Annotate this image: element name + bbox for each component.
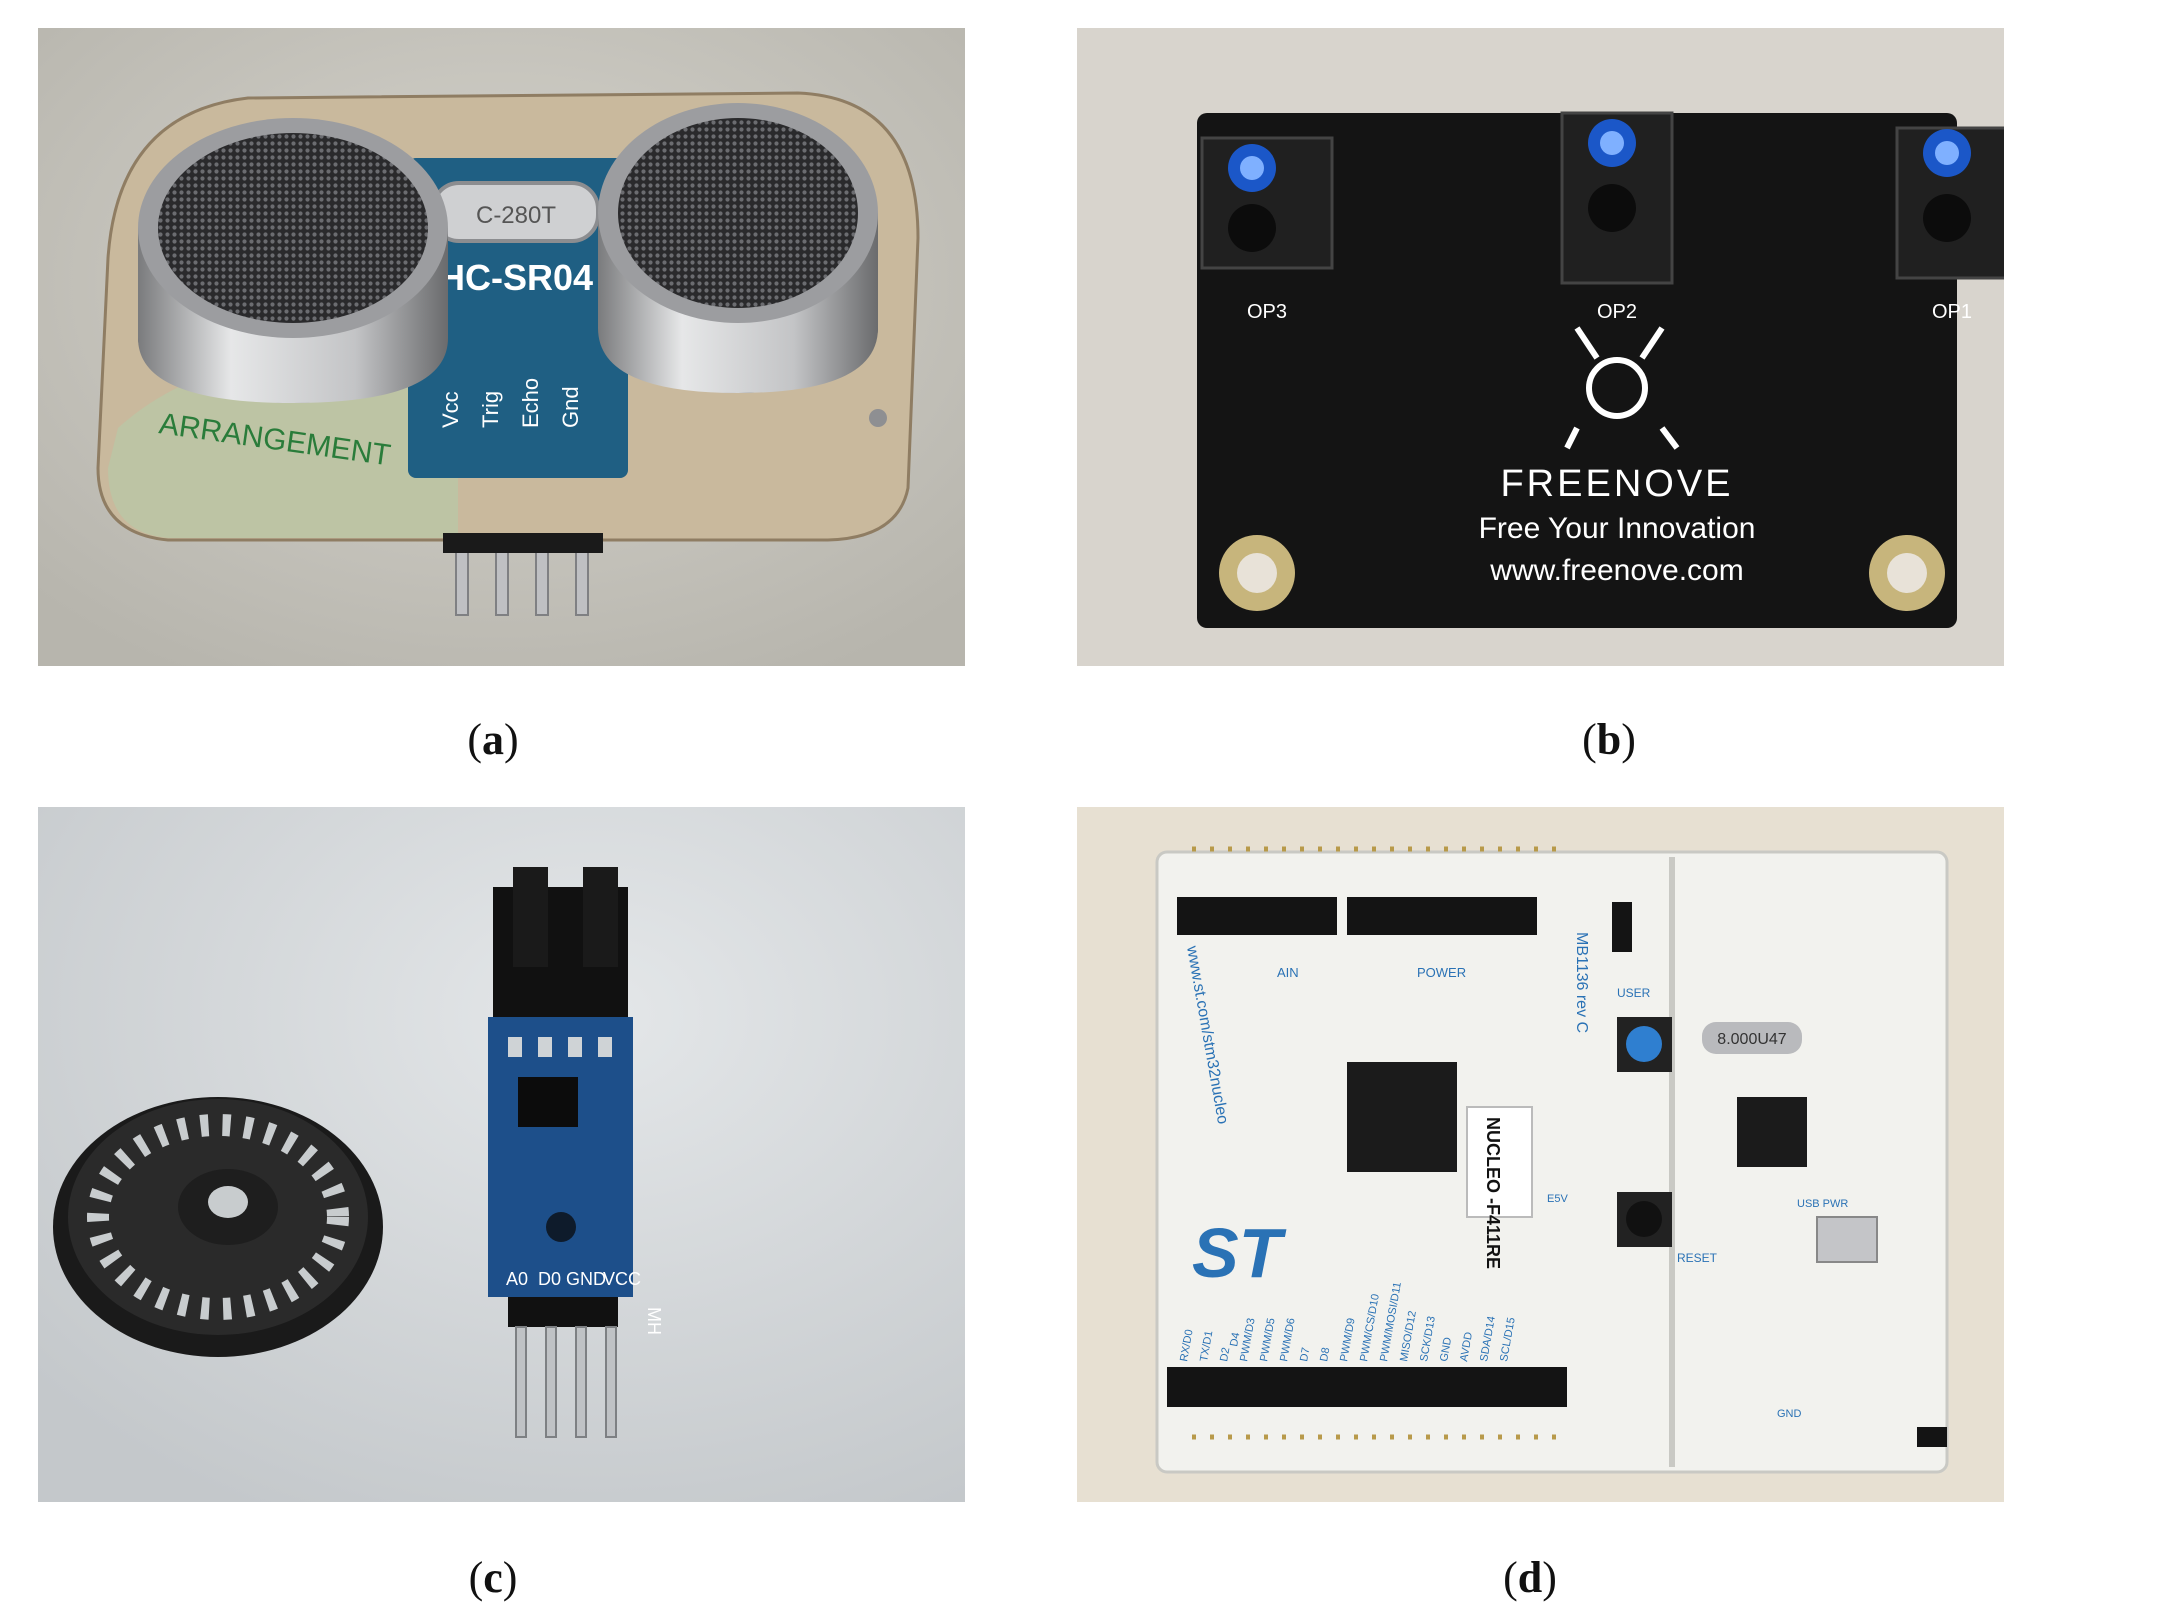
slogan-text: Free Your Innovation [1479,512,1756,545]
svg-text:E5V: E5V [1547,1193,1568,1205]
pin-label-vcc: Vcc [438,391,463,428]
photo-line-tracking-board: OP3 OP2 OP1 FREENOVE Free Your Innovatio… [1077,28,2004,666]
model-label: NUCLEO -F411RE [1483,1117,1503,1269]
user-label: USER [1617,986,1651,1000]
pin-label-echo: Echo [518,378,543,428]
sensor-label-op1: OP1 [1932,301,1972,323]
pin-label-gnd: GND [566,1269,606,1289]
svg-text:D8: D8 [1318,1347,1332,1363]
nucleo-board-illustration: 8.000U47 NUCLEO -F411RE www.st.com/stm32… [1077,807,2004,1502]
st-logo: ST [1192,1214,1287,1292]
analog-label: AIN [1277,965,1299,980]
reset-label: RESET [1677,1251,1718,1265]
speed-sensor-illustration: A0 D0 GND VCC MH [38,807,965,1502]
crystal-label: C-280T [476,202,556,229]
pin-label-gnd: Gnd [558,386,583,428]
pin-label-a0: A0 [506,1269,528,1289]
sensor-label-op3: OP3 [1247,301,1287,323]
sensor-board: A0 D0 GND VCC MH [488,867,664,1438]
sensor-label-op2: OP2 [1597,301,1637,323]
user-button [1626,1026,1662,1062]
sensor-op3 [1200,136,1334,270]
svg-text:GND: GND [1777,1408,1802,1420]
caption-c: (c) [468,1553,518,1602]
pin-label-trig: Trig [478,391,503,428]
photo-ultrasonic-sensor: ARRANGEMENT C-280T HC-SR04 Vcc Trig Echo… [38,28,965,666]
ultrasonic-sensor-illustration: ARRANGEMENT C-280T HC-SR04 Vcc Trig Echo… [38,28,965,666]
svg-text:AVDD: AVDD [1458,1331,1475,1362]
pin-label-vcc: VCC [603,1269,641,1289]
caption-d: (d) [1503,1553,1557,1602]
reset-button [1626,1201,1662,1237]
svg-text:TX/D1: TX/D1 [1198,1330,1215,1363]
svg-text:RX/D0: RX/D0 [1178,1329,1195,1363]
sensor-op2 [1560,111,1674,285]
model-label: HC-SR04 [439,257,593,298]
photo-speed-sensor: A0 D0 GND VCC MH [38,807,965,1502]
crystal-label: 8.000U47 [1717,1031,1786,1048]
brand-text: FREENOVE [1500,463,1733,505]
encoder-disc [53,1097,383,1357]
power-label: POWER [1417,965,1466,980]
line-tracking-board-illustration: OP3 OP2 OP1 FREENOVE Free Your Innovatio… [1077,28,2004,666]
svg-text:GND: GND [1438,1336,1454,1362]
freenove-logo [1564,326,1680,450]
url-text: www.freenove.com [1489,554,1743,587]
svg-text:D2: D2 [1218,1347,1232,1363]
svg-text:D7: D7 [1298,1347,1312,1363]
photo-nucleo-board: 8.000U47 NUCLEO -F411RE www.st.com/stm32… [1077,807,2004,1502]
pin-label-d0: D0 [538,1269,561,1289]
board-mark-mh: MH [644,1307,664,1335]
board-id: MB1136 rev C [1573,932,1590,1033]
caption-b: (b) [1582,715,1636,764]
svg-text:USB PWR: USB PWR [1797,1198,1848,1210]
caption-a: (a) [467,715,519,764]
sensor-op1 [1895,126,2004,280]
svg-text:D4: D4 [1228,1332,1242,1348]
